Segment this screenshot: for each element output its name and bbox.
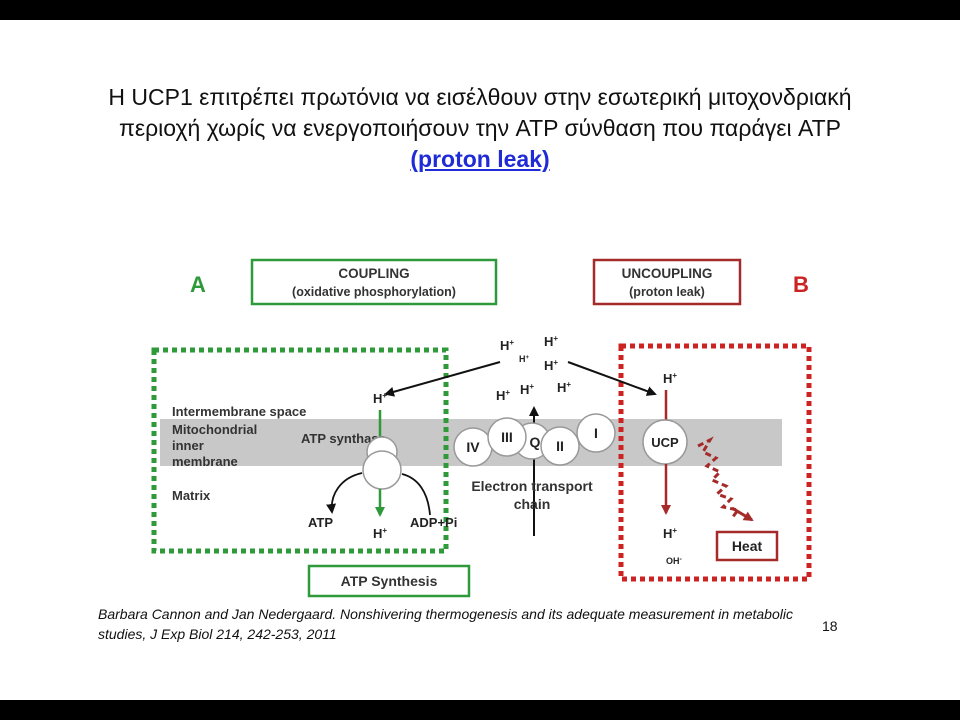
complex-i (576, 413, 616, 453)
slide-title: Η UCP1 επιτρέπει πρωτόνια να εισέλθουν σ… (80, 82, 880, 175)
atp-release-arrow (326, 472, 363, 514)
etc-label-line2: chain (514, 496, 551, 512)
uncoupling-diagram: A B COUPLING (oxidative phosphorylation)… (151, 258, 812, 598)
proton-label: H+ (544, 358, 558, 373)
atp-synthase-label: ATP synthase (301, 431, 386, 446)
complex-iii (487, 417, 527, 457)
intermembrane-label: Intermembrane space (172, 404, 306, 419)
complex-ii (540, 426, 580, 466)
mito-label-line1: Mitochondrial (172, 422, 257, 437)
complex-q-label: Q (530, 434, 541, 450)
proton-label: H+ (544, 334, 558, 349)
proton-leak-link[interactable]: (proton leak) (410, 146, 550, 172)
uncoupling-box (592, 258, 742, 306)
atp-synthesis-box (307, 564, 471, 598)
mito-label-line3: membrane (172, 454, 238, 469)
etc-label-line1: Electron transport (471, 478, 593, 494)
atp-synthase-head (362, 450, 402, 490)
panel-a-frame (151, 347, 449, 554)
proton-label: H+ (500, 338, 514, 353)
complex-ii-label: II (556, 438, 564, 454)
proton-label: H+ (496, 388, 510, 403)
title-text: Η UCP1 επιτρέπει πρωτόνια να εισέλθουν σ… (108, 84, 852, 141)
coupling-title: COUPLING (338, 266, 409, 281)
matrix-label: Matrix (172, 488, 211, 503)
panel-b-letter: B (793, 272, 809, 297)
complex-iii-label: III (501, 429, 513, 445)
proton-label: H+ (663, 371, 677, 386)
proton-flow-arrow-right (567, 361, 657, 396)
complex-i-label: I (594, 425, 598, 441)
adp-uptake-arrow (401, 473, 431, 516)
heat-dissipation-squiggle (697, 436, 741, 519)
proton-label: H+ (373, 526, 387, 541)
heat-label: Heat (732, 538, 763, 554)
slide: Η UCP1 επιτρέπει πρωτόνια να εισέλθουν σ… (0, 20, 960, 700)
page-number: 18 (822, 618, 838, 634)
uncoupling-title: UNCOUPLING (622, 266, 713, 281)
proton-label: H+ (519, 354, 530, 364)
panel-a-letter: A (190, 272, 206, 297)
ucp-label: UCP (651, 435, 679, 450)
proton-flow-arrow-left (384, 361, 501, 397)
atp-label: ATP (308, 515, 333, 530)
proton-label: H+ (557, 380, 571, 395)
citation: Barbara Cannon and Jan Nedergaard. Nonsh… (98, 606, 793, 642)
coupling-box (250, 258, 498, 306)
heat-box (715, 530, 779, 562)
adp-pi-label: ADP+Pi (410, 515, 457, 530)
proton-label: H+ (663, 526, 677, 541)
hydroxide-label: OH- (666, 556, 683, 566)
mito-label-line2: inner (172, 438, 204, 453)
atp-synthesis-label: ATP Synthesis (341, 573, 438, 589)
proton-label: H+ (520, 382, 534, 397)
panel-b-frame (618, 343, 812, 582)
coupling-subtitle: (oxidative phosphorylation) (292, 285, 456, 299)
uncoupling-subtitle: (proton leak) (629, 285, 705, 299)
heat-arrow (731, 506, 754, 522)
complex-iv-label: IV (466, 439, 480, 455)
proton-label: H+ (373, 391, 387, 406)
